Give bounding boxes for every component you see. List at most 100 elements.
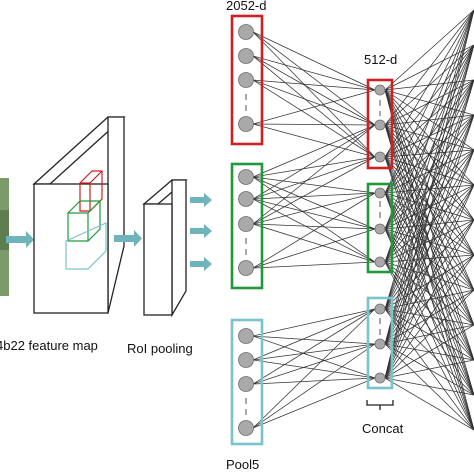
hidden-output-edge	[384, 79, 474, 263]
input-hidden-edge	[252, 192, 376, 225]
hidden-node	[374, 303, 386, 315]
hidden-output-edge	[384, 228, 474, 361]
hidden-node	[374, 84, 386, 96]
hidden-output-edge	[384, 228, 474, 326]
dim-512-label: 512-d	[364, 52, 397, 67]
connection-lines	[252, 9, 474, 431]
hidden-output-edge	[384, 343, 474, 396]
hidden-group-red-box	[366, 78, 394, 170]
input-hidden-edge	[252, 223, 376, 230]
hidden-node	[374, 223, 386, 235]
hidden-output-edge	[384, 124, 474, 326]
input-hidden-edge	[252, 176, 376, 194]
hidden-output-edge	[384, 149, 474, 230]
input-hidden-edge	[252, 55, 376, 126]
input-node	[238, 260, 254, 276]
hidden-output-edge	[384, 79, 474, 126]
hidden-output-edge	[384, 9, 474, 126]
hidden-node	[374, 372, 386, 384]
hidden-output-edge	[384, 219, 474, 230]
hidden-output-edge	[384, 324, 474, 379]
hidden-output-edge	[384, 184, 474, 230]
input-hidden-edge	[252, 377, 376, 385]
concat-bracket	[366, 400, 394, 410]
input-hidden-edge	[252, 192, 376, 269]
input-node	[238, 169, 254, 185]
arrow-feature-map-to-roi	[114, 230, 142, 247]
hidden-output-edge	[384, 79, 474, 230]
input-hidden-edge	[252, 55, 376, 91]
input-hidden-edge	[252, 31, 376, 91]
hidden-output-edge	[384, 114, 474, 230]
input-hidden-edge	[252, 343, 376, 361]
hidden-output-edge	[384, 114, 474, 263]
hidden-output-edge	[384, 219, 474, 263]
input-hidden-edge	[252, 228, 376, 269]
input-hidden-edge	[252, 377, 376, 429]
feature-map-red-box	[79, 170, 103, 212]
hidden-output-edge	[384, 254, 474, 263]
hidden-node	[374, 256, 386, 268]
input-hidden-cross-edge	[252, 156, 376, 178]
hidden-output-edge	[384, 228, 474, 431]
hidden-output-edge	[384, 9, 474, 91]
hidden-output-edge	[384, 289, 474, 379]
input-image-shade	[0, 210, 9, 250]
hidden-output-edge	[384, 192, 474, 256]
hidden-output-edge	[384, 114, 474, 379]
input-hidden-edge	[252, 31, 376, 158]
hidden-output-edge	[384, 9, 474, 310]
input-node	[238, 216, 254, 232]
input-hidden-edge	[252, 79, 376, 126]
hidden-output-edge	[384, 343, 474, 431]
input-hidden-edge	[252, 55, 376, 158]
input-hidden-edge	[252, 343, 376, 385]
hidden-node	[374, 151, 386, 163]
arrows-roi-to-groups	[190, 193, 212, 271]
arrow-image-to-feature-map	[6, 231, 34, 248]
input-hidden-edge	[252, 79, 376, 158]
input-hidden-edge	[252, 308, 376, 337]
hidden-output-edge	[384, 219, 474, 379]
hidden-output-edge	[384, 44, 474, 126]
input-hidden-edge	[252, 123, 376, 126]
input-hidden-edge	[252, 335, 376, 345]
input-hidden-edge	[252, 198, 376, 230]
input-node	[238, 352, 254, 368]
hidden-output-edge	[384, 261, 474, 431]
input-hidden-edge	[252, 176, 376, 263]
input-node	[238, 116, 254, 132]
hidden-output-edge	[384, 192, 474, 291]
input-hidden-edge	[252, 261, 376, 269]
input-hidden-edge	[252, 123, 376, 158]
hidden-output-edge	[384, 254, 474, 379]
input-hidden-cross-edge	[252, 156, 376, 200]
input-hidden-cross-edge	[252, 124, 376, 200]
input-hidden-edge	[252, 343, 376, 429]
input-node	[238, 48, 254, 64]
hidden-output-edge	[384, 228, 474, 396]
dim-2052-label: 2052-d	[226, 0, 266, 13]
hidden-node	[374, 187, 386, 199]
hidden-output-edge	[384, 184, 474, 263]
input-hidden-edge	[252, 31, 376, 126]
hidden-output-edge	[384, 44, 474, 263]
hidden-output-edge	[384, 228, 474, 291]
hidden-output-edge	[384, 9, 474, 263]
hidden-output-edge	[384, 359, 474, 379]
pool5-label: Pool5	[226, 457, 259, 472]
hidden-output-edge	[384, 184, 474, 379]
hidden-output-edge	[384, 261, 474, 291]
roi-pooling-label: RoI pooling	[127, 341, 193, 356]
input-group-red-box	[230, 14, 264, 146]
hidden-output-edge	[384, 124, 474, 396]
input-node	[238, 420, 254, 436]
input-hidden-edge	[252, 335, 376, 379]
hidden-output-edge	[384, 9, 474, 345]
hidden-node	[374, 119, 386, 131]
input-node	[238, 72, 254, 88]
hidden-output-edge	[384, 192, 474, 326]
hidden-group-cyan-box	[366, 296, 394, 390]
input-hidden-edge	[252, 176, 376, 230]
